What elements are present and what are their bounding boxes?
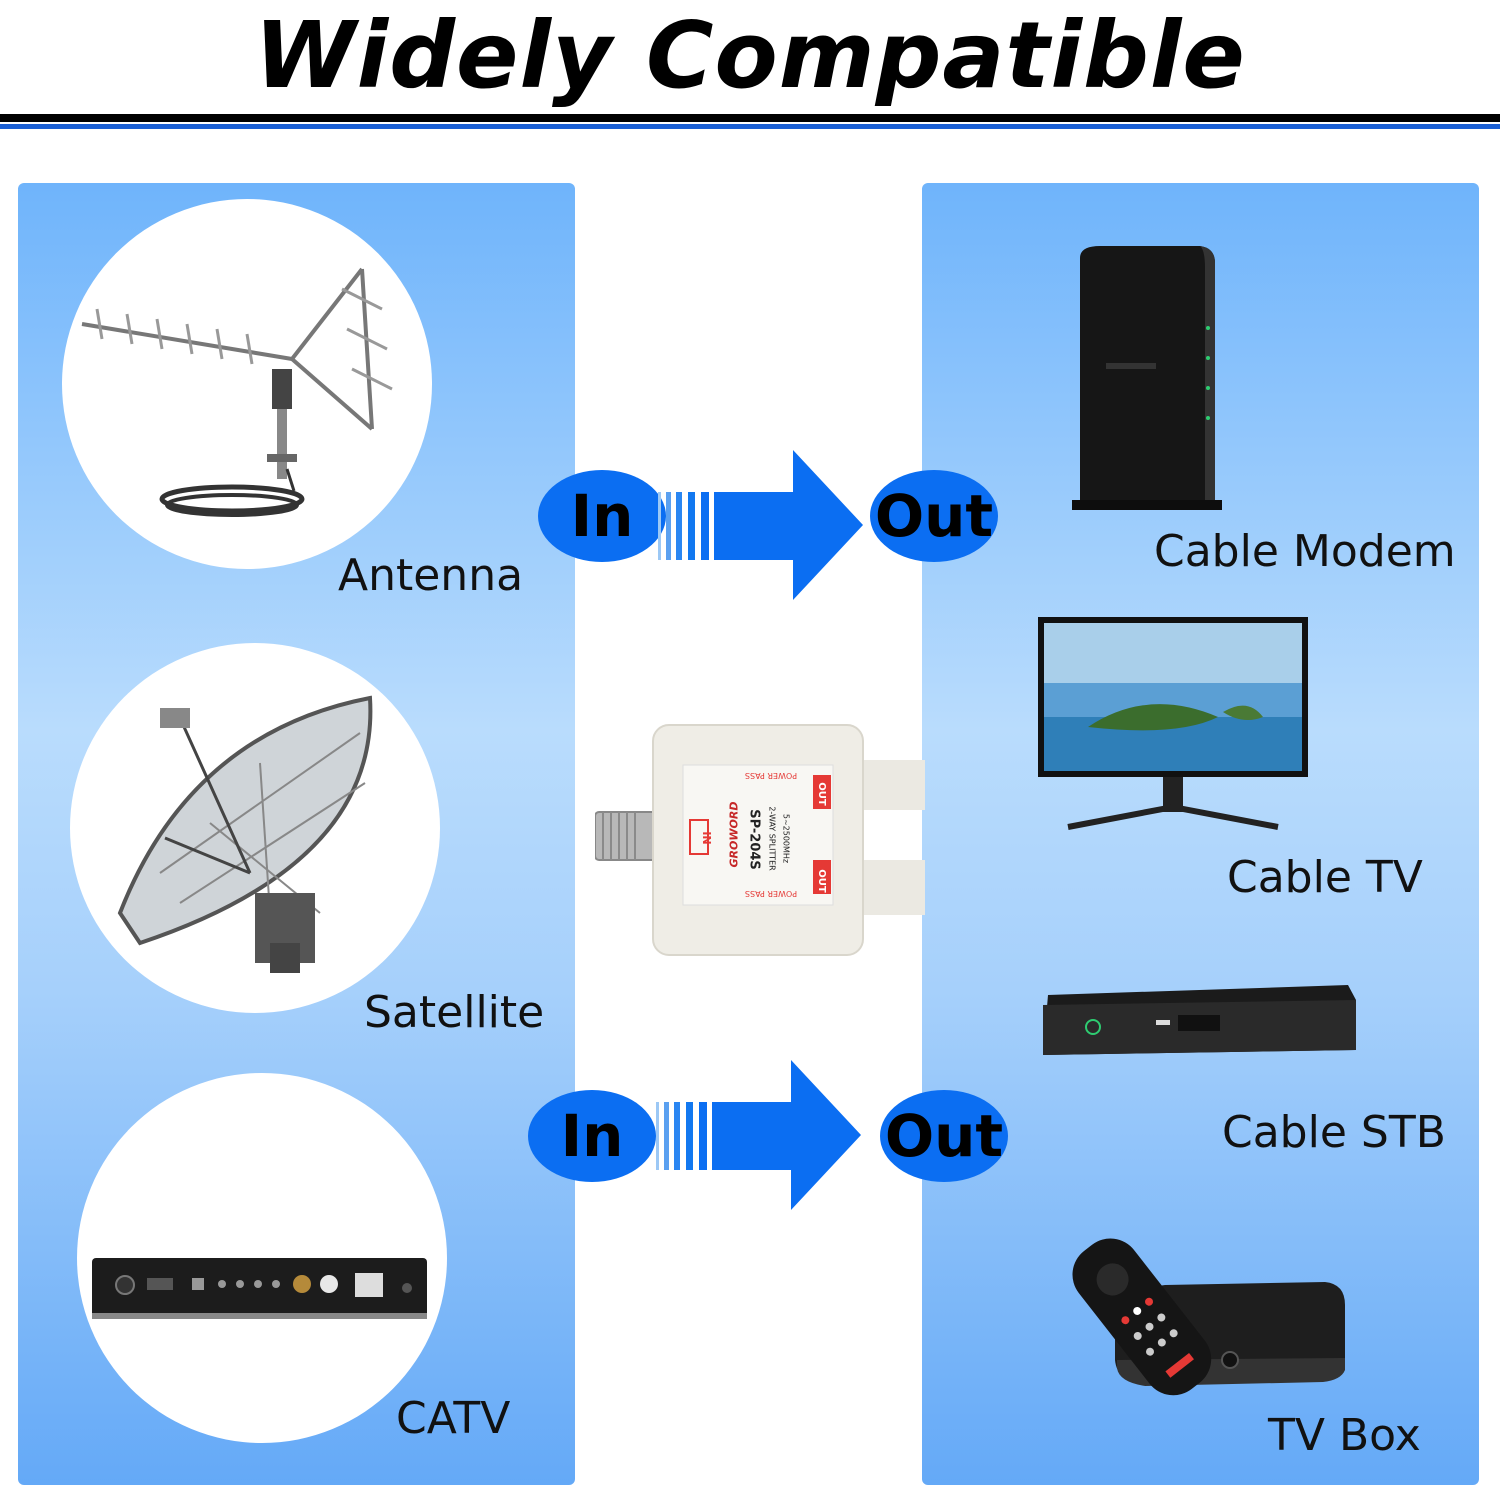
satellite-dish-icon (117, 695, 373, 973)
catv-image (77, 1073, 447, 1443)
catv-box-icon (92, 1258, 427, 1319)
television-icon (1038, 617, 1308, 830)
splitter-port-in: IN (700, 831, 713, 845)
source-label-antenna: Antenna (338, 550, 524, 601)
title-underline-accent (0, 124, 1500, 129)
satellite-image (70, 643, 440, 1013)
arrow-right-icon (656, 1060, 861, 1210)
set-top-box-icon (1043, 985, 1356, 1055)
output-label-cable-tv: Cable TV (1227, 852, 1423, 903)
output-label-cable-stb: Cable STB (1222, 1107, 1446, 1158)
cable-modem-icon (1072, 246, 1222, 510)
cable-tv-image (1038, 617, 1308, 837)
splitter-brand: GROWORD (727, 801, 741, 868)
in-bubble-bottom: In (528, 1090, 656, 1182)
output-label-cable-modem: Cable Modem (1154, 526, 1456, 577)
source-label-satellite: Satellite (364, 987, 545, 1038)
page-title: Widely Compatible (254, 2, 1246, 109)
splitter-power-pass-top: POWER PASS (744, 771, 798, 780)
splitter-port-out-1: OUT (816, 782, 827, 806)
cable-stb-image (1038, 975, 1358, 1065)
out-bubble-top: Out (870, 470, 998, 562)
in-bubble-top: In (538, 470, 666, 562)
antenna-image (62, 199, 432, 569)
splitter-icon (594, 724, 925, 956)
tv-box-remote-icon (1072, 1238, 1345, 1396)
splitter-image (594, 720, 925, 960)
source-label-catv: CATV (396, 1393, 511, 1444)
out-bubble-bottom: Out (880, 1090, 1008, 1182)
cable-modem-image (1060, 238, 1230, 518)
arrow-right-icon (658, 450, 863, 600)
splitter-frequency: 5~2500MHz (781, 813, 791, 864)
output-label-tv-box: TV Box (1268, 1410, 1421, 1461)
splitter-model: SP-204S (746, 809, 762, 870)
antenna-icon (81, 267, 393, 517)
splitter-type: 2-WAY SPLITTER (767, 806, 777, 871)
splitter-power-pass-bottom: POWER PASS (744, 889, 798, 898)
tv-box-image (1045, 1210, 1355, 1400)
title-underline (0, 114, 1500, 122)
